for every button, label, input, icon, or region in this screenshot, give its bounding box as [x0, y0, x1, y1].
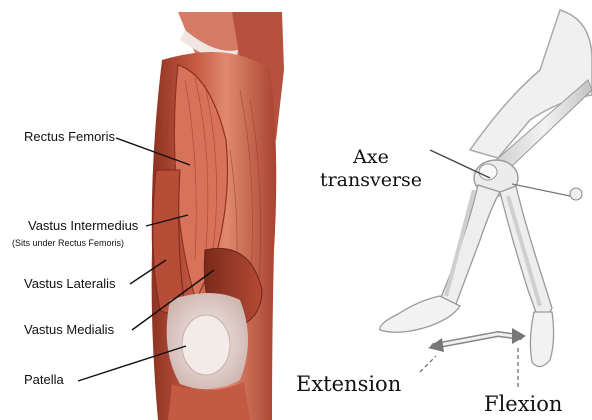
label-vastus-intermedius: Vastus Intermedius	[28, 218, 138, 233]
label-axe-line1: Axe	[316, 146, 426, 169]
tension-line	[512, 184, 570, 196]
label-rectus-femoris: Rectus Femoris	[24, 129, 115, 144]
extended-foot	[380, 296, 460, 332]
label-axe-line2: transverse	[316, 169, 426, 192]
label-vastus-medialis: Vastus Medialis	[24, 322, 114, 337]
motion-arrow	[428, 328, 526, 352]
label-patella: Patella	[24, 372, 64, 387]
label-vastus-intermedius-note: (Sits under Rectus Femoris)	[12, 238, 124, 248]
patella-shape	[182, 315, 230, 375]
pulley	[570, 188, 582, 200]
label-flexion: Flexion	[484, 392, 562, 416]
leader-extension	[420, 356, 436, 372]
vastus-lateralis	[153, 170, 184, 313]
label-axe-transverse: Axe transverse	[316, 146, 426, 192]
label-vastus-lateralis: Vastus Lateralis	[24, 276, 116, 291]
flexed-foot	[530, 312, 553, 367]
flexed-tibia	[508, 196, 540, 306]
label-extension: Extension	[296, 372, 401, 396]
